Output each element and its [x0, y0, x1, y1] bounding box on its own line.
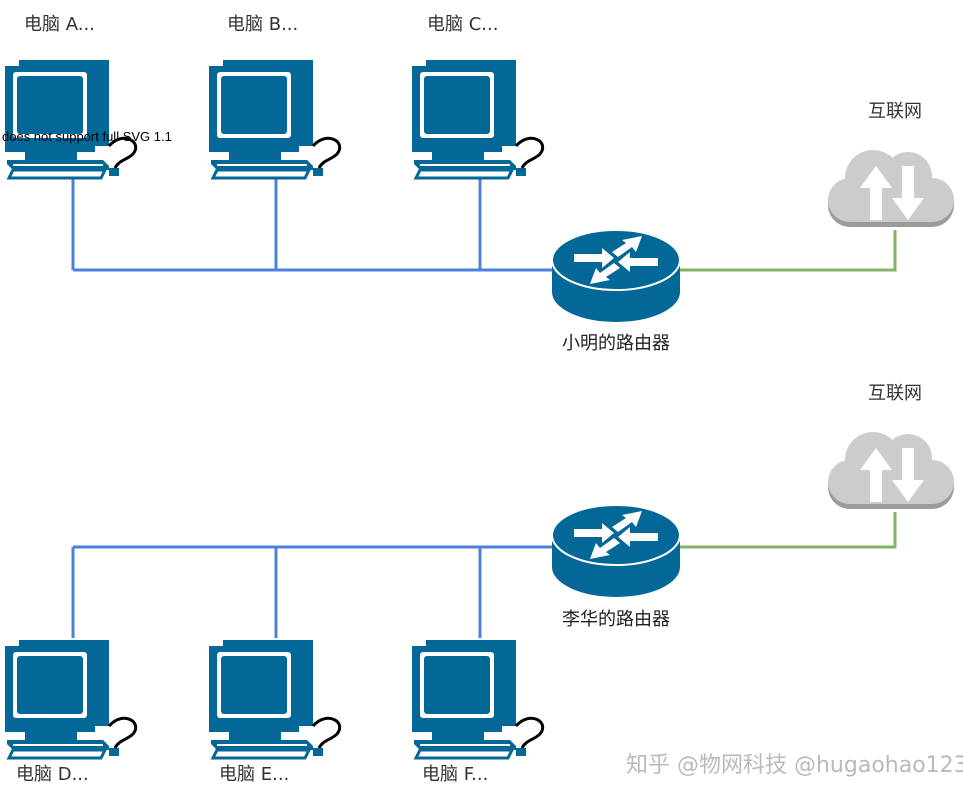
- svg-warning-text: does not support full SVG 1.1: [2, 129, 172, 144]
- computer-b-label: 电脑 B...: [227, 14, 298, 35]
- network-2: 电脑 D... 电脑 E... 电脑 F... 李华的路由器 互联网: [3, 383, 954, 785]
- computer-icon: [3, 638, 138, 760]
- computer-f-label: 电脑 F...: [422, 764, 488, 785]
- router-icon: [551, 229, 681, 323]
- lan-links-1: [71, 162, 552, 272]
- cloud-icon: [828, 150, 954, 227]
- router-icon: [551, 504, 681, 598]
- router-1-label: 小明的路由器: [562, 333, 670, 354]
- computer-e-label: 电脑 E...: [219, 764, 289, 785]
- lan-links-2: [71, 545, 552, 638]
- wan-link-1: [680, 230, 897, 272]
- computer-icon: [410, 638, 545, 760]
- network-1: 电脑 A... 电脑 B... 电脑 C... does not support…: [2, 14, 954, 354]
- computer-a-label: 电脑 A...: [24, 14, 95, 35]
- computer-icon: [207, 638, 342, 760]
- cloud-icon: [828, 432, 954, 509]
- watermark-text: 知乎 @物网科技 @hugaohao123: [626, 753, 963, 778]
- computer-icon: [3, 58, 138, 180]
- computer-icon: [207, 58, 342, 180]
- computer-c-label: 电脑 C...: [427, 14, 498, 35]
- computer-d-label: 电脑 D...: [16, 764, 89, 785]
- internet-2-label: 互联网: [868, 383, 922, 404]
- wan-link-2: [680, 512, 897, 549]
- router-2-label: 李华的路由器: [562, 609, 670, 630]
- computer-icon: [410, 58, 545, 180]
- internet-1-label: 互联网: [868, 101, 922, 122]
